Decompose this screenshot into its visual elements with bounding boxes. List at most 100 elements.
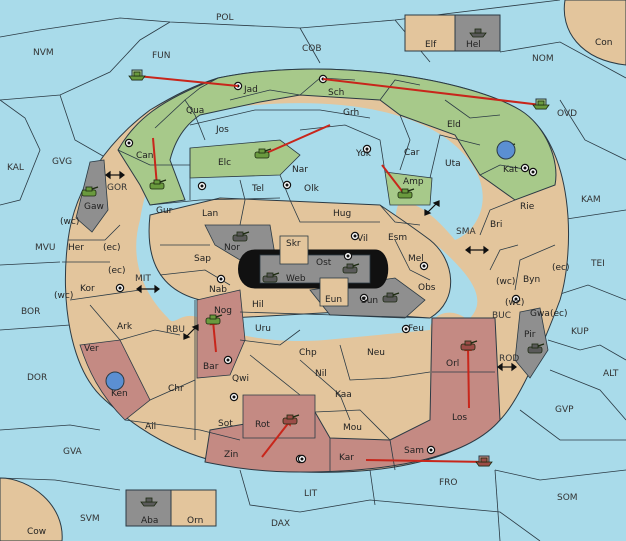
supply-center-dot: [353, 234, 357, 238]
fleet-icon-hel[interactable]: [469, 28, 487, 38]
sea-mit: MIT: [135, 274, 151, 284]
fleet-icon-aba[interactable]: [140, 497, 158, 507]
label-qua: Qua: [186, 106, 204, 116]
label-hil: Hil: [252, 300, 264, 310]
army-icon-rot[interactable]: [282, 414, 300, 425]
label-sam: Sam: [404, 446, 424, 456]
coast-gwa-wc: (wc): [505, 298, 524, 308]
label-kaa: Kaa: [335, 390, 352, 400]
supply-center-dot: [219, 277, 223, 281]
army-icon-ost[interactable]: [342, 263, 360, 274]
sea-nvm: NVM: [33, 48, 54, 58]
label-ver: Ver: [84, 344, 99, 354]
label-yok: Yok: [355, 149, 372, 159]
sea-kal: KAL: [7, 163, 24, 173]
army-icon-gur[interactable]: [149, 179, 167, 190]
order-arrow-yok: [381, 164, 404, 193]
label-sot: Sot: [218, 419, 233, 429]
army-icon-nog[interactable]: [205, 314, 223, 325]
sea-bor: BOR: [21, 307, 40, 317]
home-marker-kat: [496, 140, 516, 160]
label-jad: Jad: [243, 85, 258, 95]
label-chp: Chp: [299, 348, 317, 358]
coast-kor-wc: (wc): [54, 291, 73, 301]
army-icon-gaw[interactable]: [81, 186, 99, 197]
sea-gva: GVA: [63, 447, 83, 457]
label-chr: Chr: [168, 384, 184, 394]
sea-cob: COB: [302, 44, 322, 54]
fleet-icon-fro[interactable]: [475, 455, 493, 467]
label-nog: Nog: [214, 306, 232, 316]
fleet-icon-fun[interactable]: [128, 69, 146, 81]
label-esm: Esm: [388, 233, 407, 243]
label-gaw: Gaw: [84, 202, 104, 212]
army-icon-nor[interactable]: [232, 231, 250, 242]
label-feu: Feu: [408, 324, 424, 334]
supply-center-dot: [404, 327, 408, 331]
supply-center-dot: [226, 358, 230, 362]
supply-center-dot: [346, 254, 350, 258]
supply-center-dot: [232, 395, 236, 399]
supply-center-dot: [362, 296, 366, 300]
label-jos: Jos: [215, 125, 229, 135]
army-icon-amp[interactable]: [397, 188, 415, 199]
label-hug: Hug: [333, 209, 351, 219]
order-arrow-grh: [265, 124, 331, 155]
supply-center-dot: [531, 170, 535, 174]
army-icon-sun[interactable]: [382, 292, 400, 303]
sea-gvg: GVG: [52, 157, 72, 167]
army-icon-pir[interactable]: [527, 343, 545, 354]
coast-byn-ec: (ec): [552, 263, 570, 273]
label-kat: Kat: [503, 165, 518, 175]
sea-lit: LIT: [304, 489, 318, 499]
label-ark: Ark: [117, 322, 133, 332]
province-borders: [62, 77, 556, 472]
army-icon-orl[interactable]: [460, 340, 478, 351]
fleet-icon-ovd[interactable]: [532, 98, 550, 110]
order-arrow-sch: [322, 78, 538, 106]
sea-dor: DOR: [27, 373, 47, 383]
order-arrow-los: [467, 350, 470, 409]
province-labels: Jad Sch Qua Jos Grh Eld Can Elc Nar Yok …: [68, 85, 550, 463]
label-neu: Neu: [367, 348, 385, 358]
label-sch: Sch: [328, 88, 344, 98]
order-arrow-bar: [212, 324, 217, 353]
army-icon-elc[interactable]: [254, 148, 272, 159]
sea-som: SOM: [557, 493, 578, 503]
sea-tei: TEI: [590, 259, 605, 269]
label-nil: Nil: [315, 369, 327, 379]
label-gwa: Gwa: [530, 309, 550, 319]
coast-her-wc: (wc): [60, 217, 79, 227]
supply-centers: [115, 74, 538, 464]
label-kor: Kor: [80, 284, 95, 294]
sea-labels: POL NVM FUN COB NOM OVD KAL GVG GOR KAM …: [7, 13, 619, 529]
label-rot: Rot: [255, 420, 270, 430]
supply-center-dot: [300, 457, 304, 461]
island-orn: Orn: [187, 516, 203, 526]
label-olk: Olk: [304, 184, 320, 194]
label-byn: Byn: [523, 275, 540, 285]
label-gur: Gur: [156, 206, 173, 216]
sea-alt: ALT: [603, 369, 619, 379]
label-rie: Rie: [520, 202, 535, 212]
label-sun: Sun: [361, 296, 378, 306]
supply-center-dot: [514, 297, 518, 301]
label-uta: Uta: [445, 159, 461, 169]
sea-pol: POL: [216, 13, 234, 23]
label-amp: Amp: [403, 177, 424, 187]
sea-rod: ROD: [499, 354, 519, 364]
sea-mvu: MVU: [35, 243, 56, 253]
army-icon-web[interactable]: [262, 272, 280, 283]
sea-sma: SMA: [456, 227, 476, 237]
label-eun: Eun: [325, 295, 342, 305]
home-marker-ken: [105, 371, 125, 391]
coast-gwa-ec: (ec): [550, 309, 568, 319]
order-arrow-zin: [261, 423, 289, 458]
sea-ovd: OVD: [557, 109, 577, 119]
label-vil: Vil: [357, 234, 368, 244]
sea-gvp: GVP: [555, 405, 574, 415]
order-arrow-kar: [365, 459, 481, 463]
island-aba: Aba: [141, 516, 158, 526]
